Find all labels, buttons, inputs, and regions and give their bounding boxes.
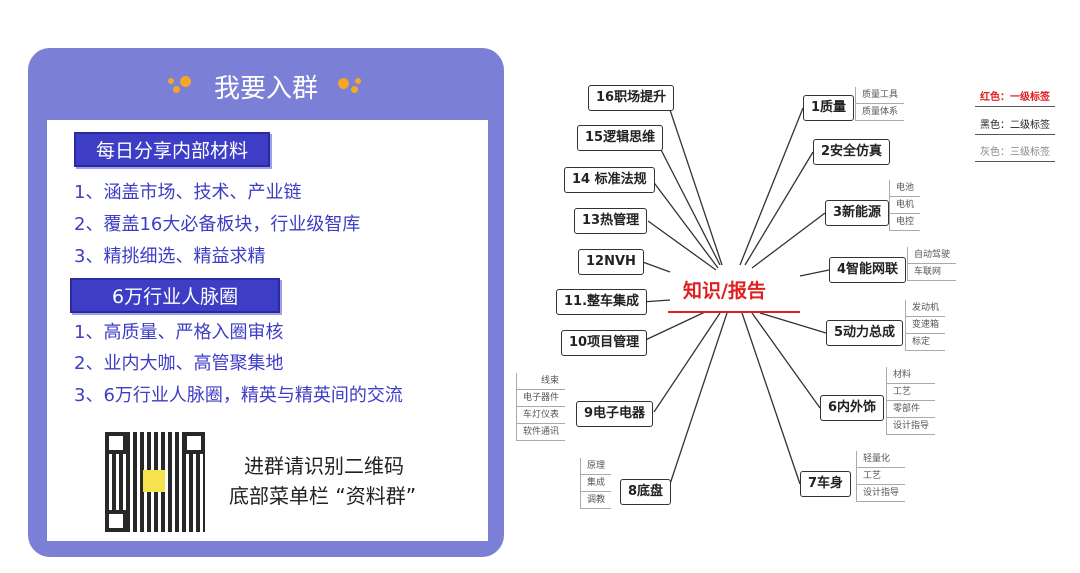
qr-instruction: 底部菜单栏 “资料群” (229, 484, 417, 508)
node-quality: 1质量 (803, 95, 855, 121)
subs-electronics: 线束电子器件车灯仪表软件通讯 (516, 373, 566, 441)
content-panel: 每日分享内部材料 1、涵盖市场、技术、产业链 2、覆盖16大必备板块，行业级智库… (47, 120, 488, 541)
list-item: 3、6万行业人脉圈，精英与精英间的交流 (74, 385, 403, 406)
section-heading: 每日分享内部材料 (74, 132, 271, 167)
subs-powertrain: 发动机变速箱标定 (905, 300, 946, 351)
list-item: 1、高质量、严格入圈审核 (74, 322, 284, 343)
mindmap-center: 知识/报告 (683, 280, 766, 302)
subs-body: 轻量化工艺设计指导 (856, 451, 906, 502)
qr-code (105, 432, 205, 532)
node-new-energy: 3新能源 (825, 200, 890, 226)
join-group-card: 我要入群 每日分享内部材料 1、涵盖市场、技术、产业链 2、覆盖16大必备板块，… (28, 48, 504, 557)
node-career: 16职场提升 (588, 85, 675, 111)
node-project-mgmt: 10项目管理 (561, 330, 648, 356)
list-item: 1、涵盖市场、技术、产业链 (74, 182, 302, 203)
legend-level1: 红色：一级标签 (975, 88, 1055, 107)
node-chassis: 8底盘 (620, 479, 672, 505)
subs-interior-exterior: 材料工艺零部件设计指导 (886, 367, 936, 435)
node-powertrain: 5动力总成 (826, 320, 904, 346)
decor-dot (173, 86, 180, 93)
decor-dot (351, 86, 358, 93)
list-item: 3、精挑细选、精益求精 (74, 246, 266, 267)
node-connected: 4智能网联 (829, 257, 907, 283)
list-item: 2、业内大咖、高管聚集地 (74, 353, 284, 374)
legend-level3: 灰色：三级标签 (975, 143, 1055, 162)
node-body: 7车身 (800, 471, 852, 497)
node-thermal: 13热管理 (574, 208, 648, 234)
node-interior-exterior: 6内外饰 (820, 395, 885, 421)
list-item: 2、覆盖16大必备板块，行业级智库 (74, 214, 361, 235)
center-underline (668, 311, 800, 313)
legend-level2: 黑色：二级标签 (975, 116, 1055, 135)
subs-new-energy: 电池电机电控 (889, 180, 921, 231)
qr-instruction: 进群请识别二维码 (244, 454, 404, 478)
decor-dot (168, 78, 174, 84)
node-safety: 2安全仿真 (813, 139, 891, 165)
subs-connected: 自动驾驶车联网 (907, 247, 957, 281)
subs-chassis: 原理集成调教 (580, 458, 612, 509)
node-logic: 15逻辑思维 (577, 125, 664, 151)
card-title: 我要入群 (213, 74, 318, 104)
decor-dot (338, 78, 349, 89)
subs-quality: 质量工具质量体系 (855, 87, 905, 121)
node-nvh: 12NVH (578, 249, 644, 275)
decor-dot (180, 76, 191, 87)
node-standards: 14 标准法规 (564, 167, 655, 193)
decor-dot (355, 78, 361, 84)
section-heading: 6万行业人脉圈 (70, 278, 281, 313)
node-vehicle-integration: 11.整车集成 (556, 289, 648, 315)
node-electronics: 9电子电器 (576, 401, 654, 427)
